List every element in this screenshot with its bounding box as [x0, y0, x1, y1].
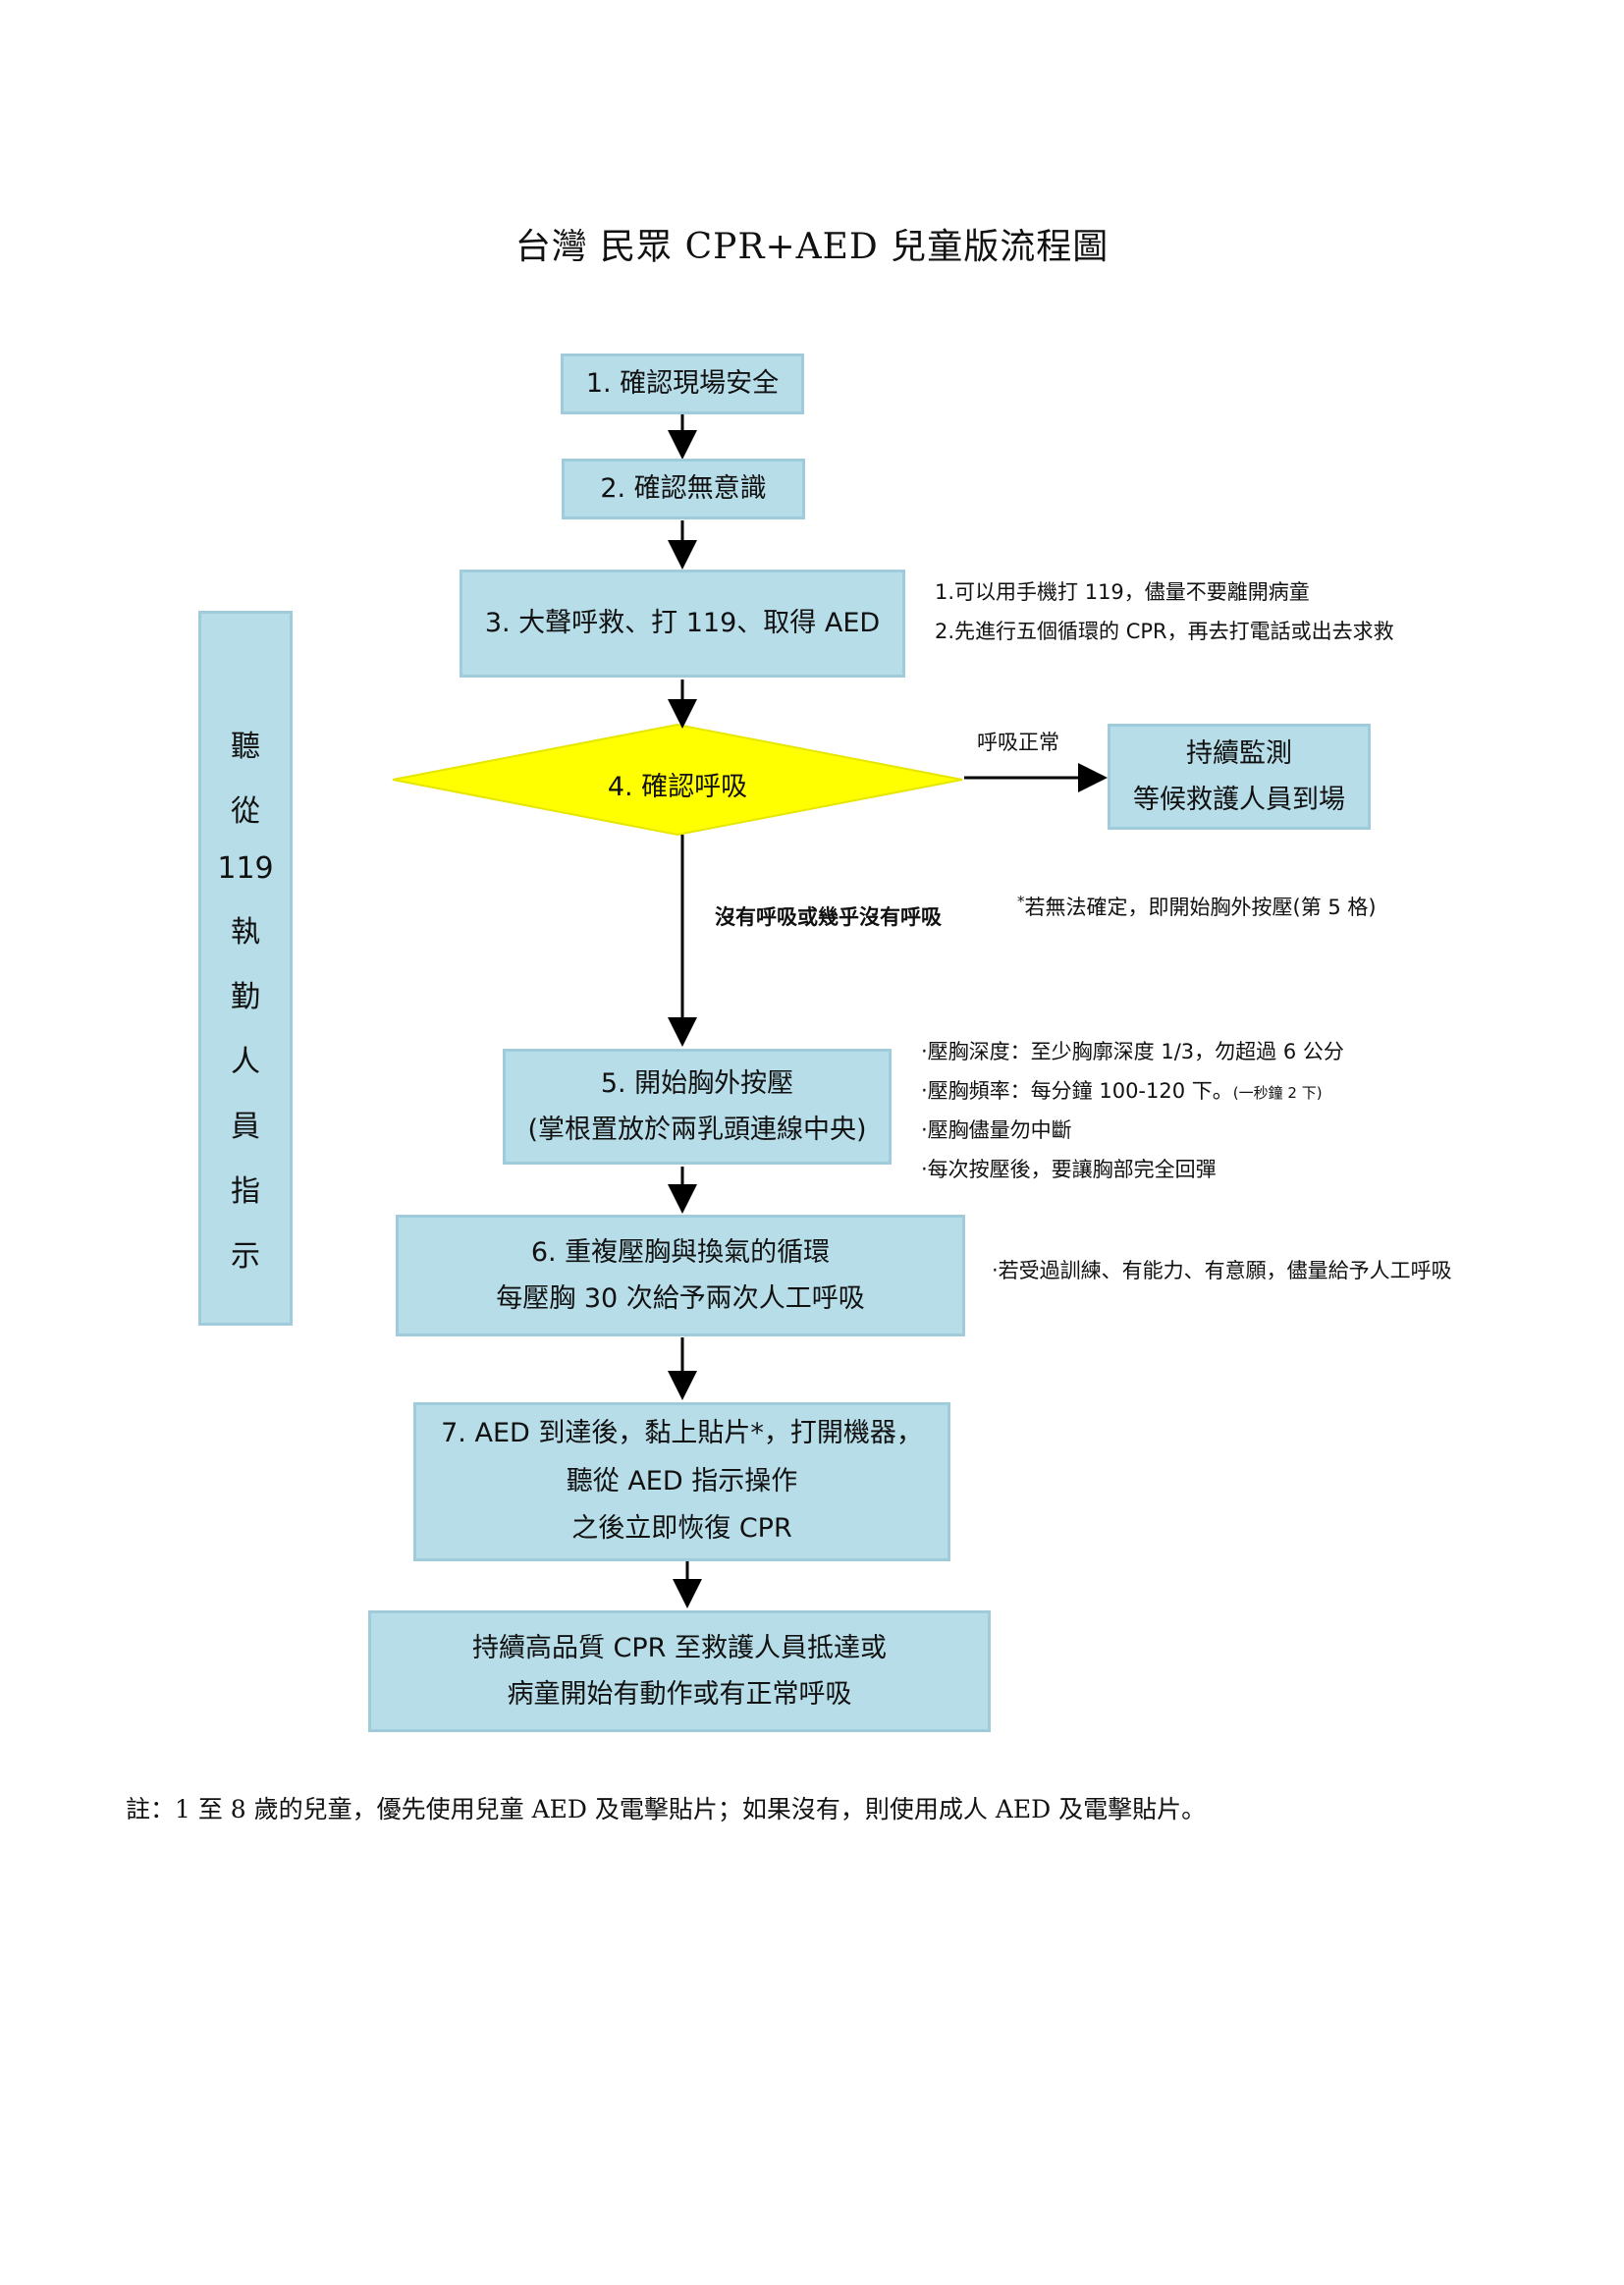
follow-119-sidebar: 聽 從 119 執 勤 人 員 指 示: [198, 611, 293, 1326]
normal-breathing-label: 呼吸正常: [977, 731, 1059, 754]
step-4-label: 4. 確認呼吸: [607, 771, 748, 802]
footnote: 註：1 至 8 歲的兒童，優先使用兒童 AED 及電擊貼片；如果沒有，則使用成人…: [126, 1795, 1207, 1823]
call-note-1: 1.可以用手機打 119，儘量不要離開病童: [935, 580, 1310, 604]
uncertain-note-text: 若無法確定，即開始胸外按壓(第 5 格): [1024, 896, 1377, 919]
step-1-box: 1. 確認現場安全: [561, 354, 804, 414]
step-5-line-1: 5. 開始胸外按壓: [600, 1067, 794, 1099]
step-2-label: 2. 確認無意識: [600, 473, 767, 505]
step-3-label: 3. 大聲呼救、打 119、取得 AED: [484, 608, 881, 639]
page-title: 台灣 民眾 CPR+AED 兒童版流程圖: [514, 227, 1110, 267]
step-7-line-3: 之後立即恢復 CPR: [571, 1513, 792, 1545]
step-8-line-2: 病童開始有動作或有正常呼吸: [507, 1679, 852, 1710]
compression-note-2-small: (一秒鐘 2 下): [1232, 1083, 1323, 1102]
compression-note-1: ‧壓胸深度：至少胸廓深度 1/3，勿超過 6 公分: [921, 1040, 1344, 1063]
side-char: 指: [231, 1174, 260, 1209]
step-5-line-2: (掌根置放於兩乳頭連線中央): [527, 1115, 867, 1145]
compression-note-4: ‧每次按壓後，要讓胸部完全回彈: [921, 1157, 1217, 1181]
side-char: 從: [231, 794, 260, 829]
decision-diamond: [392, 723, 963, 837]
step-8-box: 持續高品質 CPR 至救護人員抵達或 病童開始有動作或有正常呼吸: [368, 1610, 991, 1732]
step-7-line-1: 7. AED 到達後，黏上貼片*，打開機器，: [441, 1418, 923, 1449]
monitor-line-2: 等候救護人員到場: [1133, 785, 1345, 815]
uncertain-note: *若無法確定，即開始胸外按壓(第 5 格): [1017, 888, 1377, 928]
call-notes: 1.可以用手機打 119，儘量不要離開病童 2.先進行五個循環的 CPR，再去打…: [935, 573, 1394, 652]
side-char: 勤: [231, 980, 260, 1014]
side-char: 員: [231, 1110, 260, 1144]
step-6-line-2: 每壓胸 30 次給予兩次人工呼吸: [496, 1283, 865, 1314]
side-char: 119: [217, 851, 274, 886]
compression-note-2: ‧壓胸頻率：每分鐘 100-120 下。: [921, 1078, 1233, 1103]
monitor-box: 持續監測 等候救護人員到場: [1108, 724, 1371, 830]
compression-notes: ‧壓胸深度：至少胸廓深度 1/3，勿超過 6 公分 ‧壓胸頻率：每分鐘 100-…: [921, 1033, 1344, 1190]
step-1-label: 1. 確認現場安全: [585, 368, 780, 400]
side-char: 人: [231, 1045, 260, 1079]
breath-note: ‧若受過訓練、有能力、有意願，儘量給予人工呼吸: [992, 1252, 1452, 1291]
breath-note-text: ‧若受過訓練、有能力、有意願，儘量給予人工呼吸: [992, 1259, 1452, 1282]
step-7-line-2: 聽從 AED 指示操作: [566, 1465, 798, 1496]
step-6-box: 6. 重複壓胸與換氣的循環 每壓胸 30 次給予兩次人工呼吸: [396, 1215, 965, 1336]
compression-note-3: ‧壓胸儘量勿中斷: [921, 1117, 1072, 1142]
side-char: 執: [231, 915, 260, 950]
step-6-line-1: 6. 重複壓胸與換氣的循環: [530, 1236, 831, 1268]
step-7-box: 7. AED 到達後，黏上貼片*，打開機器， 聽從 AED 指示操作 之後立即恢…: [413, 1402, 950, 1561]
side-char: 聽: [231, 730, 260, 764]
call-note-2: 2.先進行五個循環的 CPR，再去打電話或出去求救: [935, 619, 1394, 643]
step-8-line-1: 持續高品質 CPR 至救護人員抵達或: [471, 1632, 888, 1663]
monitor-line-1: 持續監測: [1186, 737, 1292, 769]
side-char: 示: [231, 1239, 260, 1274]
asterisk-mark: *: [1017, 893, 1025, 910]
step-3-box: 3. 大聲呼救、打 119、取得 AED: [460, 570, 905, 678]
no-breathing-label: 沒有呼吸或幾乎沒有呼吸: [715, 905, 942, 929]
step-2-box: 2. 確認無意識: [562, 459, 805, 519]
step-5-box: 5. 開始胸外按壓 (掌根置放於兩乳頭連線中央): [503, 1049, 892, 1165]
